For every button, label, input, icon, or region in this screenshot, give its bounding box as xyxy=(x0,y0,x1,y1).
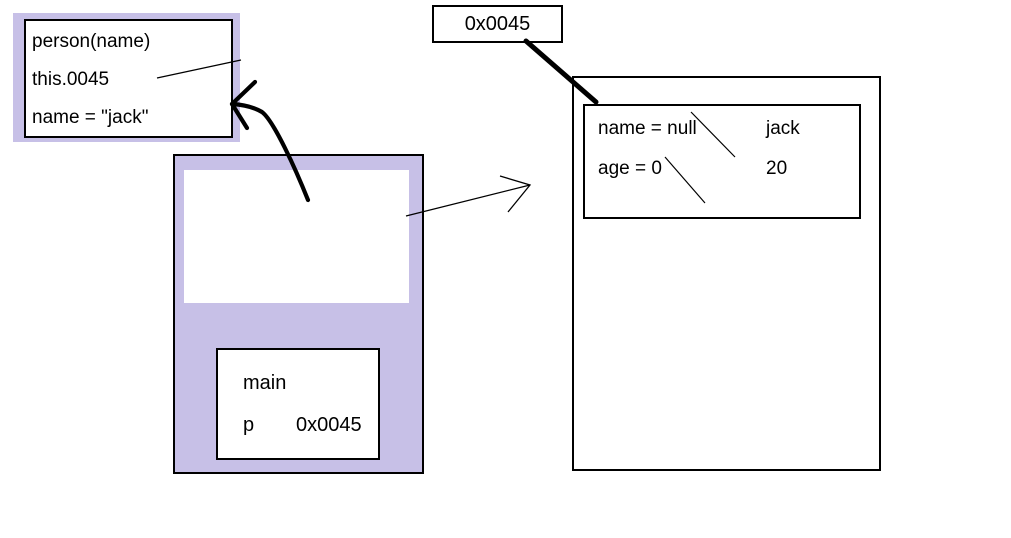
heap-address-label: 0x0045 xyxy=(432,5,563,43)
main-method-box: main p 0x0045 xyxy=(216,348,380,460)
constructor-frame-inner: person(name) this.0045 name = "jack" xyxy=(24,19,233,138)
variable-name: p xyxy=(243,414,255,436)
constructor-this-ref: this.0045 xyxy=(32,69,110,90)
stack-frame: main p 0x0045 xyxy=(173,154,424,474)
field-name-updated: jack xyxy=(766,118,800,139)
arrow-head xyxy=(499,175,532,213)
field-age-initial: age = 0 xyxy=(598,158,662,179)
field-row-name: name = null jack xyxy=(598,109,859,149)
constructor-frame: person(name) this.0045 name = "jack" xyxy=(13,13,240,142)
variable-row: p 0x0045 xyxy=(243,406,378,444)
object-fields-box: name = null jack age = 0 20 xyxy=(583,104,861,219)
empty-frame-slot xyxy=(184,170,409,303)
field-age-updated: 20 xyxy=(766,158,788,179)
constructor-assignment: name = "jack" xyxy=(32,107,149,128)
main-method-label: main xyxy=(243,372,287,394)
stack-to-heap-arrow-icon xyxy=(405,175,532,217)
variable-value: 0x0045 xyxy=(296,414,362,436)
heap-object-box: name = null jack age = 0 20 xyxy=(572,76,881,471)
arrow-shaft xyxy=(405,184,531,217)
field-row-age: age = 0 20 xyxy=(598,149,859,189)
constructor-signature: person(name) xyxy=(32,31,151,52)
heap-address-text: 0x0045 xyxy=(464,13,531,35)
field-name-initial: name = null xyxy=(598,118,697,139)
